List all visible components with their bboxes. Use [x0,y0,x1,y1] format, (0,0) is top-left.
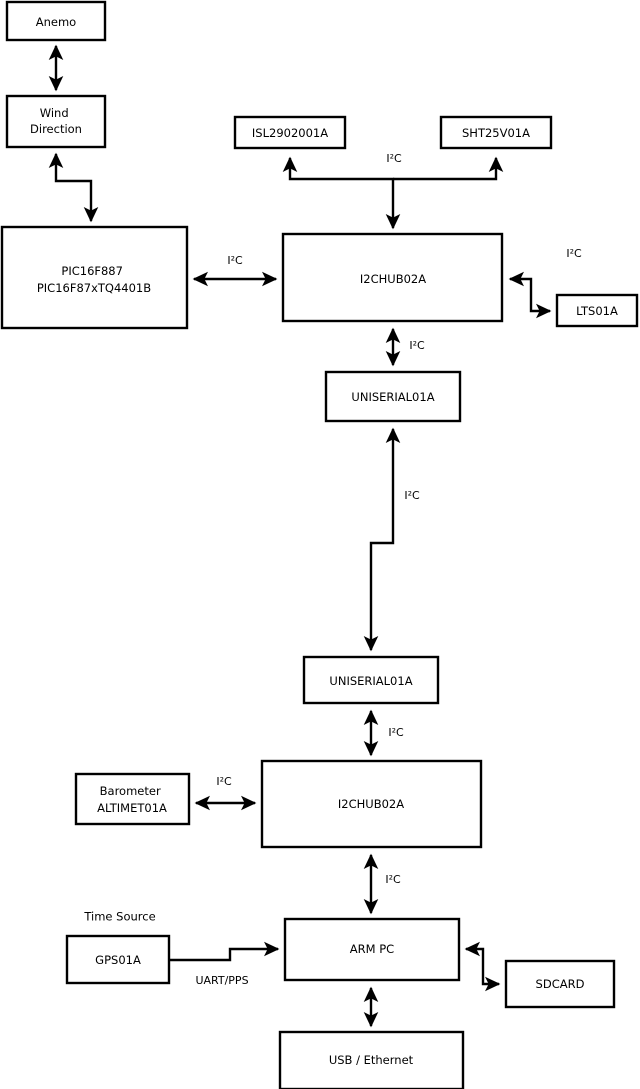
node-label-uniserial01a-lower: UNISERIAL01A [329,674,412,688]
edge-label-hub-lts: I²C [566,247,582,260]
node-box-usb-ethernet[interactable] [278,1030,465,1089]
edge-uniserial-link: I²C [363,427,420,652]
node-box-lts01a[interactable] [555,293,639,328]
node-box-wind-direction[interactable] [5,94,107,149]
node-lts01a[interactable]: LTS01A [555,293,639,328]
node-isl2902001a[interactable]: ISL2902001A [233,115,347,150]
node-box-pic[interactable] [0,225,189,330]
node-box-gps01a[interactable] [65,934,171,985]
node-box-uniserial01a-upper[interactable] [324,370,462,423]
edge-label-hub-armpc: I²C [385,873,401,886]
node-label-barometer-line2: ALTIMET01A [97,801,167,815]
edge-line-armpc-sdcard [464,941,501,992]
node-pic[interactable]: PIC16F887 PIC16F87xTQ4401B [0,225,189,330]
node-label-pic-line1: PIC16F887 [61,264,123,278]
edge-label-barometer-hub: I²C [216,775,232,788]
edge-label-gps-armpc: UART/PPS [195,974,248,987]
edge-line-hub-isl [282,156,401,230]
node-box-uniserial01a-lower[interactable] [302,655,440,705]
node-box-sht25v01a[interactable] [439,115,553,150]
edge-hub-isl-sht: I²C [282,152,504,230]
node-label-gps01a: GPS01A [95,953,141,967]
edge-line-gps-armpc [169,941,280,962]
node-sdcard[interactable]: SDCARD [504,959,616,1009]
node-label-sht25v01a: SHT25V01A [462,126,530,140]
edge-line-wind-pic [48,152,99,223]
node-label-i2chub02a-top: I2CHUB02A [360,272,426,286]
node-label-i2chub02a-bottom: I2CHUB02A [338,797,404,811]
label-time-source: Time Source [83,910,155,924]
node-i2chub02a-top[interactable]: I2CHUB02A [281,232,504,323]
node-label-barometer: Barometer ALTIMET01A [97,784,167,815]
node-label-wind-line1: Wind [40,106,69,120]
node-label-isl2902001a: ISL2902001A [252,126,328,140]
edge-line-hub-lts [508,271,552,319]
node-arm-pc[interactable]: ARM PC [283,917,461,982]
edge-label-pic-hub: I²C [227,254,243,267]
edge-wind-pic [48,152,99,223]
node-anemo[interactable]: Anemo [5,0,107,42]
node-box-arm-pc[interactable] [283,917,461,982]
edge-hub-uniserial-up: I²C [385,327,425,367]
node-box-i2chub02a-bottom[interactable] [260,759,483,849]
edge-label-uniserial-link: I²C [404,489,420,502]
edge-label-hub-isl-sht: I²C [386,152,402,165]
node-barometer[interactable]: Barometer ALTIMET01A [74,772,191,826]
node-wind-direction[interactable]: Wind Direction [5,94,107,149]
edge-barometer-hub: I²C [194,775,257,811]
edge-line-uniserial-link [363,427,401,652]
node-uniserial01a-lower[interactable]: UNISERIAL01A [302,655,440,705]
node-usb-ethernet[interactable]: USB / Ethernet [278,1030,465,1089]
edge-pic-hub: I²C [192,254,278,287]
edge-layer: I²C I²C I²C I²C I²C [48,44,582,1028]
edge-uniserial-hub-bot: I²C [363,709,404,757]
node-box-anemo[interactable] [5,0,107,42]
node-label-arm-pc: ARM PC [350,942,394,956]
edge-gps-armpc: UART/PPS [169,941,280,987]
edge-hub-armpc: I²C [363,853,401,915]
edge-label-hub-uniserial-up: I²C [409,339,425,352]
node-label-wind-direction: Wind Direction [30,106,82,136]
node-label-sdcard: SDCARD [536,977,585,991]
node-label-usb-ethernet: USB / Ethernet [329,1053,414,1067]
node-gps01a[interactable]: GPS01A [65,934,171,985]
node-uniserial01a-upper[interactable]: UNISERIAL01A [324,370,462,423]
edge-line-hub-sht [393,156,504,181]
node-box-i2chub02a-top[interactable] [281,232,504,323]
node-box-isl2902001a[interactable] [233,115,347,150]
node-label-uniserial01a-upper: UNISERIAL01A [351,390,434,404]
node-label-wind-line2: Direction [30,122,82,136]
node-label-lts01a: LTS01A [576,304,618,318]
node-label-barometer-line1: Barometer [100,784,161,798]
edge-label-uniserial-hub-bot: I²C [388,726,404,739]
node-label-pic-line2: PIC16F87xTQ4401B [37,281,151,295]
edge-armpc-sdcard [464,941,501,992]
node-box-barometer[interactable] [74,772,191,826]
node-label-pic: PIC16F887 PIC16F87xTQ4401B [37,264,151,295]
node-label-anemo: Anemo [36,15,76,29]
free-label-layer: Time Source [83,910,155,924]
node-sht25v01a[interactable]: SHT25V01A [439,115,553,150]
node-i2chub02a-bottom[interactable]: I2CHUB02A [260,759,483,849]
node-box-sdcard[interactable] [504,959,616,1009]
edge-hub-lts: I²C [508,247,582,319]
